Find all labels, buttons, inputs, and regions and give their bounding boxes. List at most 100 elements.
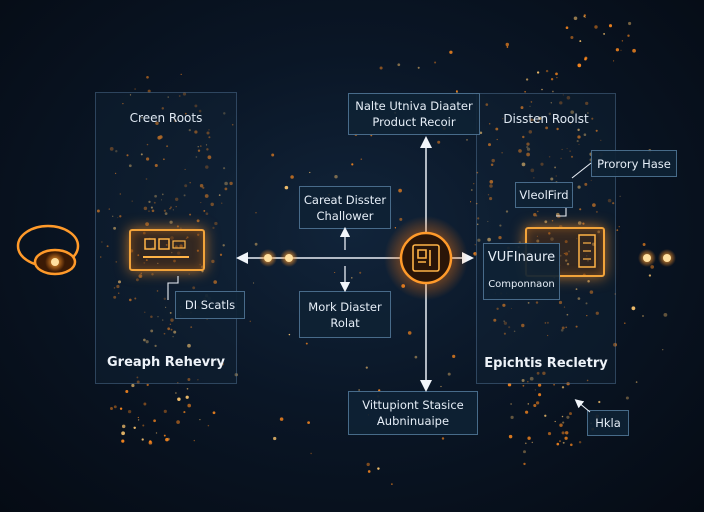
particle bbox=[607, 198, 612, 203]
particle bbox=[631, 306, 636, 311]
particle bbox=[229, 181, 233, 186]
particle bbox=[563, 252, 566, 255]
particle bbox=[127, 409, 132, 414]
particle bbox=[379, 66, 383, 70]
particle bbox=[498, 235, 502, 240]
particle bbox=[648, 274, 652, 277]
particle bbox=[189, 181, 191, 184]
particle bbox=[234, 373, 238, 377]
particle bbox=[542, 371, 546, 375]
particle bbox=[196, 249, 200, 252]
particle bbox=[133, 426, 136, 430]
particle bbox=[207, 424, 210, 427]
particle bbox=[565, 259, 568, 262]
particle bbox=[577, 297, 581, 300]
right-panel-footer: Epichtis Recletry bbox=[484, 356, 608, 371]
particle bbox=[143, 206, 148, 211]
particle bbox=[587, 112, 589, 114]
particle bbox=[199, 263, 202, 266]
particle bbox=[566, 96, 571, 100]
particle bbox=[140, 272, 142, 275]
particle bbox=[434, 61, 437, 64]
particle bbox=[583, 133, 587, 136]
particle bbox=[555, 72, 558, 76]
particle bbox=[569, 122, 572, 124]
particle bbox=[441, 437, 445, 440]
particle bbox=[199, 184, 204, 188]
particle bbox=[206, 131, 210, 135]
particle bbox=[96, 209, 100, 213]
particle bbox=[559, 101, 563, 105]
particle bbox=[131, 383, 135, 388]
left-tag: DI Scatls bbox=[175, 291, 245, 319]
particle bbox=[576, 140, 579, 143]
particle bbox=[136, 380, 140, 384]
particle bbox=[378, 389, 381, 392]
particle bbox=[558, 300, 563, 305]
particle bbox=[129, 94, 132, 96]
particle bbox=[115, 261, 118, 263]
particle bbox=[184, 168, 186, 170]
right-node-pair bbox=[638, 249, 676, 267]
left-tag-leader bbox=[167, 276, 179, 300]
particle bbox=[186, 236, 189, 239]
particle bbox=[523, 462, 526, 466]
particle bbox=[600, 139, 602, 141]
particle bbox=[156, 290, 159, 292]
particle bbox=[594, 25, 598, 29]
particle bbox=[561, 415, 564, 418]
particle bbox=[163, 209, 167, 212]
particle bbox=[231, 123, 234, 126]
particle bbox=[595, 129, 598, 132]
particle bbox=[143, 402, 147, 406]
particle bbox=[642, 243, 646, 246]
particle bbox=[162, 319, 164, 321]
particle bbox=[224, 181, 228, 186]
particle bbox=[170, 251, 173, 254]
particle bbox=[590, 179, 592, 181]
particle bbox=[154, 194, 157, 198]
particle bbox=[579, 40, 582, 43]
particle bbox=[167, 327, 171, 331]
particle bbox=[180, 227, 182, 229]
particle bbox=[175, 197, 179, 201]
particle bbox=[213, 280, 217, 284]
particle bbox=[188, 128, 191, 132]
bottom-box: Vittupiont Stasice Aubninuaipe bbox=[348, 391, 478, 435]
particle bbox=[173, 259, 176, 263]
particle bbox=[573, 16, 578, 21]
particle bbox=[569, 150, 571, 152]
particle bbox=[220, 202, 223, 204]
particle bbox=[490, 163, 494, 167]
particle bbox=[564, 252, 569, 256]
particle bbox=[489, 179, 494, 184]
particle bbox=[187, 403, 191, 408]
particle bbox=[146, 143, 149, 146]
particle bbox=[585, 101, 589, 106]
particle bbox=[154, 344, 157, 348]
particle bbox=[143, 338, 146, 342]
particle bbox=[142, 231, 146, 235]
particle bbox=[473, 183, 475, 185]
particle bbox=[117, 280, 122, 284]
particle bbox=[154, 163, 158, 168]
particle bbox=[284, 185, 289, 190]
particle bbox=[487, 237, 491, 242]
particle bbox=[544, 220, 548, 224]
particle bbox=[202, 186, 205, 189]
particle bbox=[166, 145, 169, 148]
particle bbox=[540, 162, 544, 166]
particle bbox=[547, 432, 552, 436]
particle bbox=[452, 354, 456, 358]
particle bbox=[177, 382, 179, 384]
particle bbox=[113, 287, 116, 289]
particle bbox=[522, 135, 525, 139]
particle bbox=[206, 318, 208, 321]
particle bbox=[533, 177, 535, 179]
particle bbox=[128, 298, 132, 302]
particle bbox=[222, 244, 225, 247]
particle bbox=[496, 307, 499, 310]
particle bbox=[160, 199, 163, 201]
particle bbox=[598, 400, 601, 404]
